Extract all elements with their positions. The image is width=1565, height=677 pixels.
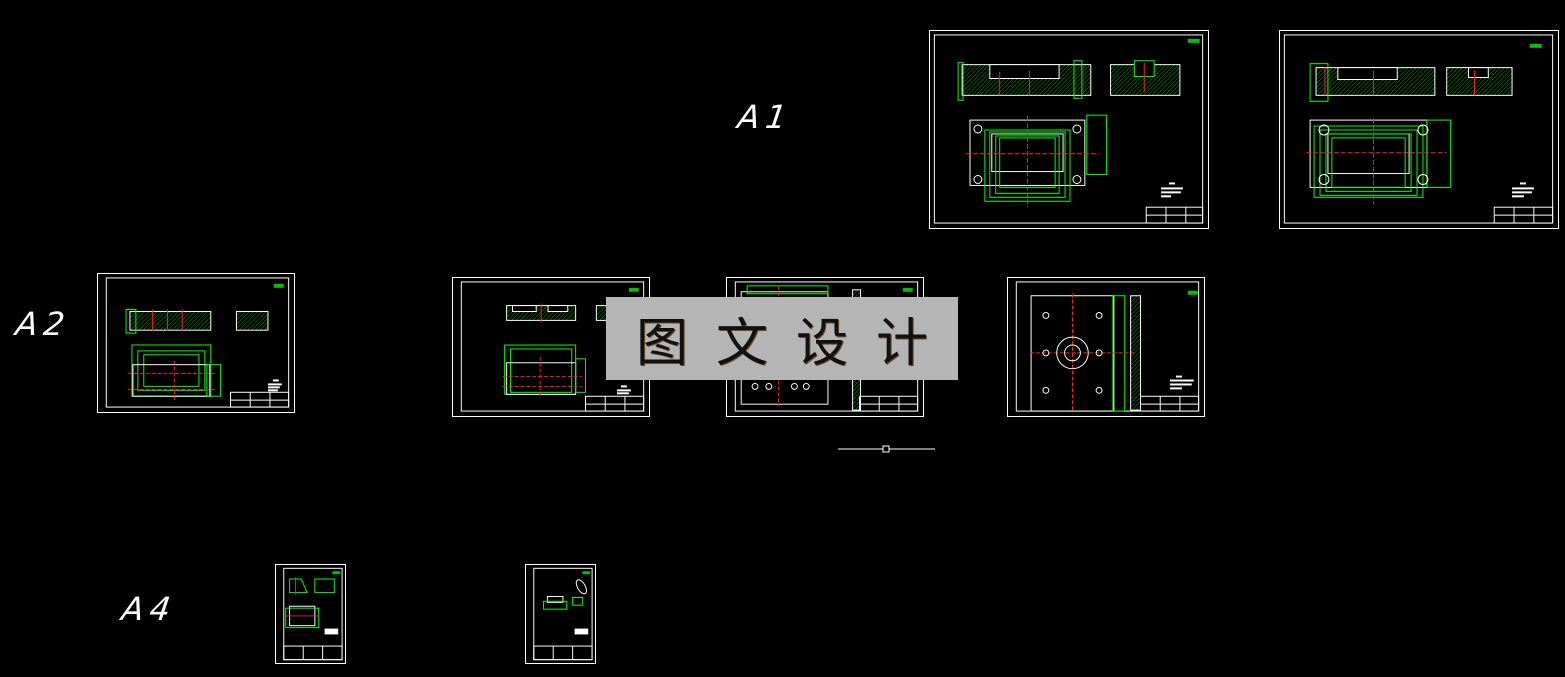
size-label-a2: A2 <box>13 305 73 343</box>
drawing-sheet-a4-1[interactable] <box>275 564 346 664</box>
drawing-geometry <box>533 567 593 661</box>
drawing-sheet-a2-4[interactable] <box>1007 277 1205 417</box>
drawing-geometry <box>105 277 290 408</box>
drawing-geometry <box>1015 281 1200 412</box>
drawing-sheet-a4-2[interactable] <box>525 564 596 664</box>
size-label-a4: A4 <box>119 590 179 628</box>
drawing-geometry <box>1283 34 1554 224</box>
drawing-sheet-a1-2[interactable] <box>1279 30 1559 229</box>
drawing-geometry <box>933 34 1204 224</box>
drawing-sheet-a1-1[interactable] <box>929 30 1209 229</box>
watermark-text: 图文设计 <box>635 314 956 374</box>
size-label-a1: A1 <box>735 98 795 136</box>
drawing-geometry <box>283 567 343 661</box>
crosshair-cursor-icon <box>838 445 935 453</box>
watermark-banner: 图文设计 <box>606 297 958 380</box>
drawing-sheet-a2-1[interactable] <box>97 273 295 413</box>
